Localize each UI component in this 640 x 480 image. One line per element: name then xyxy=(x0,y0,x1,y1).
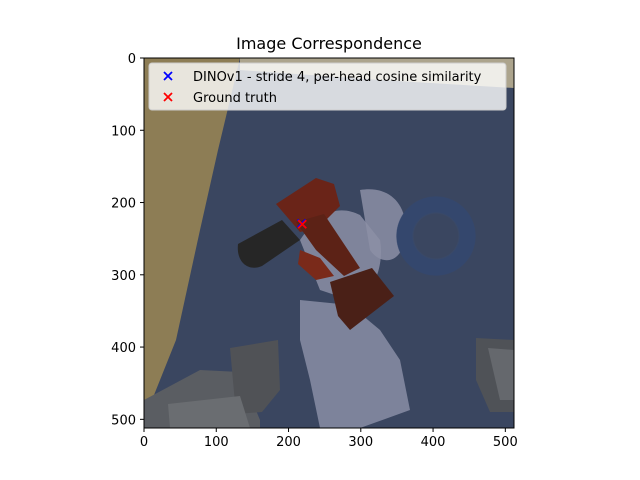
background-photo xyxy=(144,58,514,428)
x-axis: 0 100 200 300 400 500 xyxy=(140,428,518,450)
y-tick-label: 400 xyxy=(111,341,136,356)
y-tick-label: 200 xyxy=(111,197,136,212)
legend-label: DINOv1 - stride 4, per-head cosine simil… xyxy=(193,70,482,85)
legend-label: Ground truth xyxy=(193,91,277,106)
y-tick-label: 100 xyxy=(111,124,136,139)
x-tick-label: 400 xyxy=(421,435,446,450)
legend: DINOv1 - stride 4, per-head cosine simil… xyxy=(148,62,507,111)
x-tick-label: 0 xyxy=(140,435,148,450)
chart-title: Image Correspondence xyxy=(236,34,422,53)
y-tick-label: 500 xyxy=(111,413,136,428)
x-tick-label: 200 xyxy=(276,435,301,450)
data-point xyxy=(297,219,307,229)
legend-marker xyxy=(163,92,173,102)
legend-marker xyxy=(163,71,173,81)
plot-markers xyxy=(296,218,307,229)
drill-shape xyxy=(237,178,394,330)
y-axis: 0 100 200 300 400 500 xyxy=(111,52,144,428)
y-tick-label: 0 xyxy=(128,52,136,67)
x-tick-label: 300 xyxy=(348,435,373,450)
y-tick-label: 300 xyxy=(111,269,136,284)
legend-box xyxy=(148,62,507,111)
x-tick-label: 500 xyxy=(493,435,518,450)
x-tick-label: 100 xyxy=(204,435,229,450)
axes-frame xyxy=(143,57,515,429)
